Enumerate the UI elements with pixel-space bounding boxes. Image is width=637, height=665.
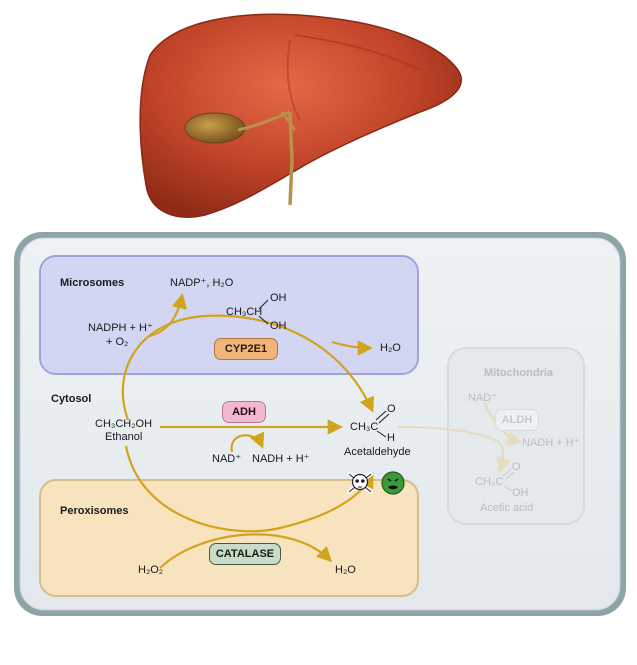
ethanol-name: Ethanol [105,431,143,443]
ethanol-formula: CH₃CH₂OH [95,418,153,430]
microsomes-label: Microsomes [60,277,125,289]
aldh-enzyme: ALDH [495,409,539,431]
skull-crossbones-icon [347,472,373,494]
hydrogen-peroxide-reactant: H₂O₂ [138,564,164,576]
acetaldehyde-carbon: CH₃C [350,421,379,433]
adh-enzyme: ADH [222,401,266,423]
cyp2e1-enzyme: CYP2E1 [214,338,278,360]
peroxisome-water-product: H₂O [335,564,356,576]
aldh-pathway-arrow [397,425,512,473]
microsome-water-arrow [331,340,374,356]
acetic-acid-name: Acetic acid [480,502,534,514]
nad-reactant: NAD⁺ [212,453,242,465]
acetaldehyde-name: Acetaldehyde [344,446,411,458]
intermediate-ch3ch: CH₃CH [226,306,263,318]
peroxisomes-label: Peroxisomes [60,505,129,517]
acetic-acid-hydroxyl: OH [512,487,529,499]
nad-to-nadh-arrow [230,431,265,453]
mitochondria-label: Mitochondria [484,367,554,379]
microsomal-pathway-arrow [121,314,374,421]
liver-illustration [139,13,463,218]
peroxide-to-water-arrow [159,533,333,569]
acetic-acid-oxygen: O [512,461,521,473]
nadph-to-nadp-arrow [149,292,187,338]
intermediate-oh-bottom: OH [270,320,287,332]
nadp-water-product: NADP⁺, H₂O [170,277,234,289]
intermediate-oh-top: OH [270,292,287,304]
acetaldehyde-oxygen: O [387,403,396,415]
mito-nad-reactant: NAD⁺ [468,392,498,404]
catalase-pathway-arrow [124,445,374,533]
acetic-acid-carbon: CH₃C [475,476,504,488]
mito-nadh-product: NADH + H⁺ [522,437,580,449]
nauseated-face-icon [381,471,405,495]
cytosol-label: Cytosol [51,393,92,405]
nadph-reactant-line1: NADPH + H⁺ [88,322,153,334]
nadh-product: NADH + H⁺ [252,453,310,465]
catalase-enzyme: CATALASE [209,543,281,565]
microsome-water-product: H₂O [380,342,401,354]
peroxisomes-compartment [39,479,419,597]
nadph-reactant-line2: + O₂ [106,336,129,348]
acetaldehyde-hydrogen: H [387,432,395,444]
